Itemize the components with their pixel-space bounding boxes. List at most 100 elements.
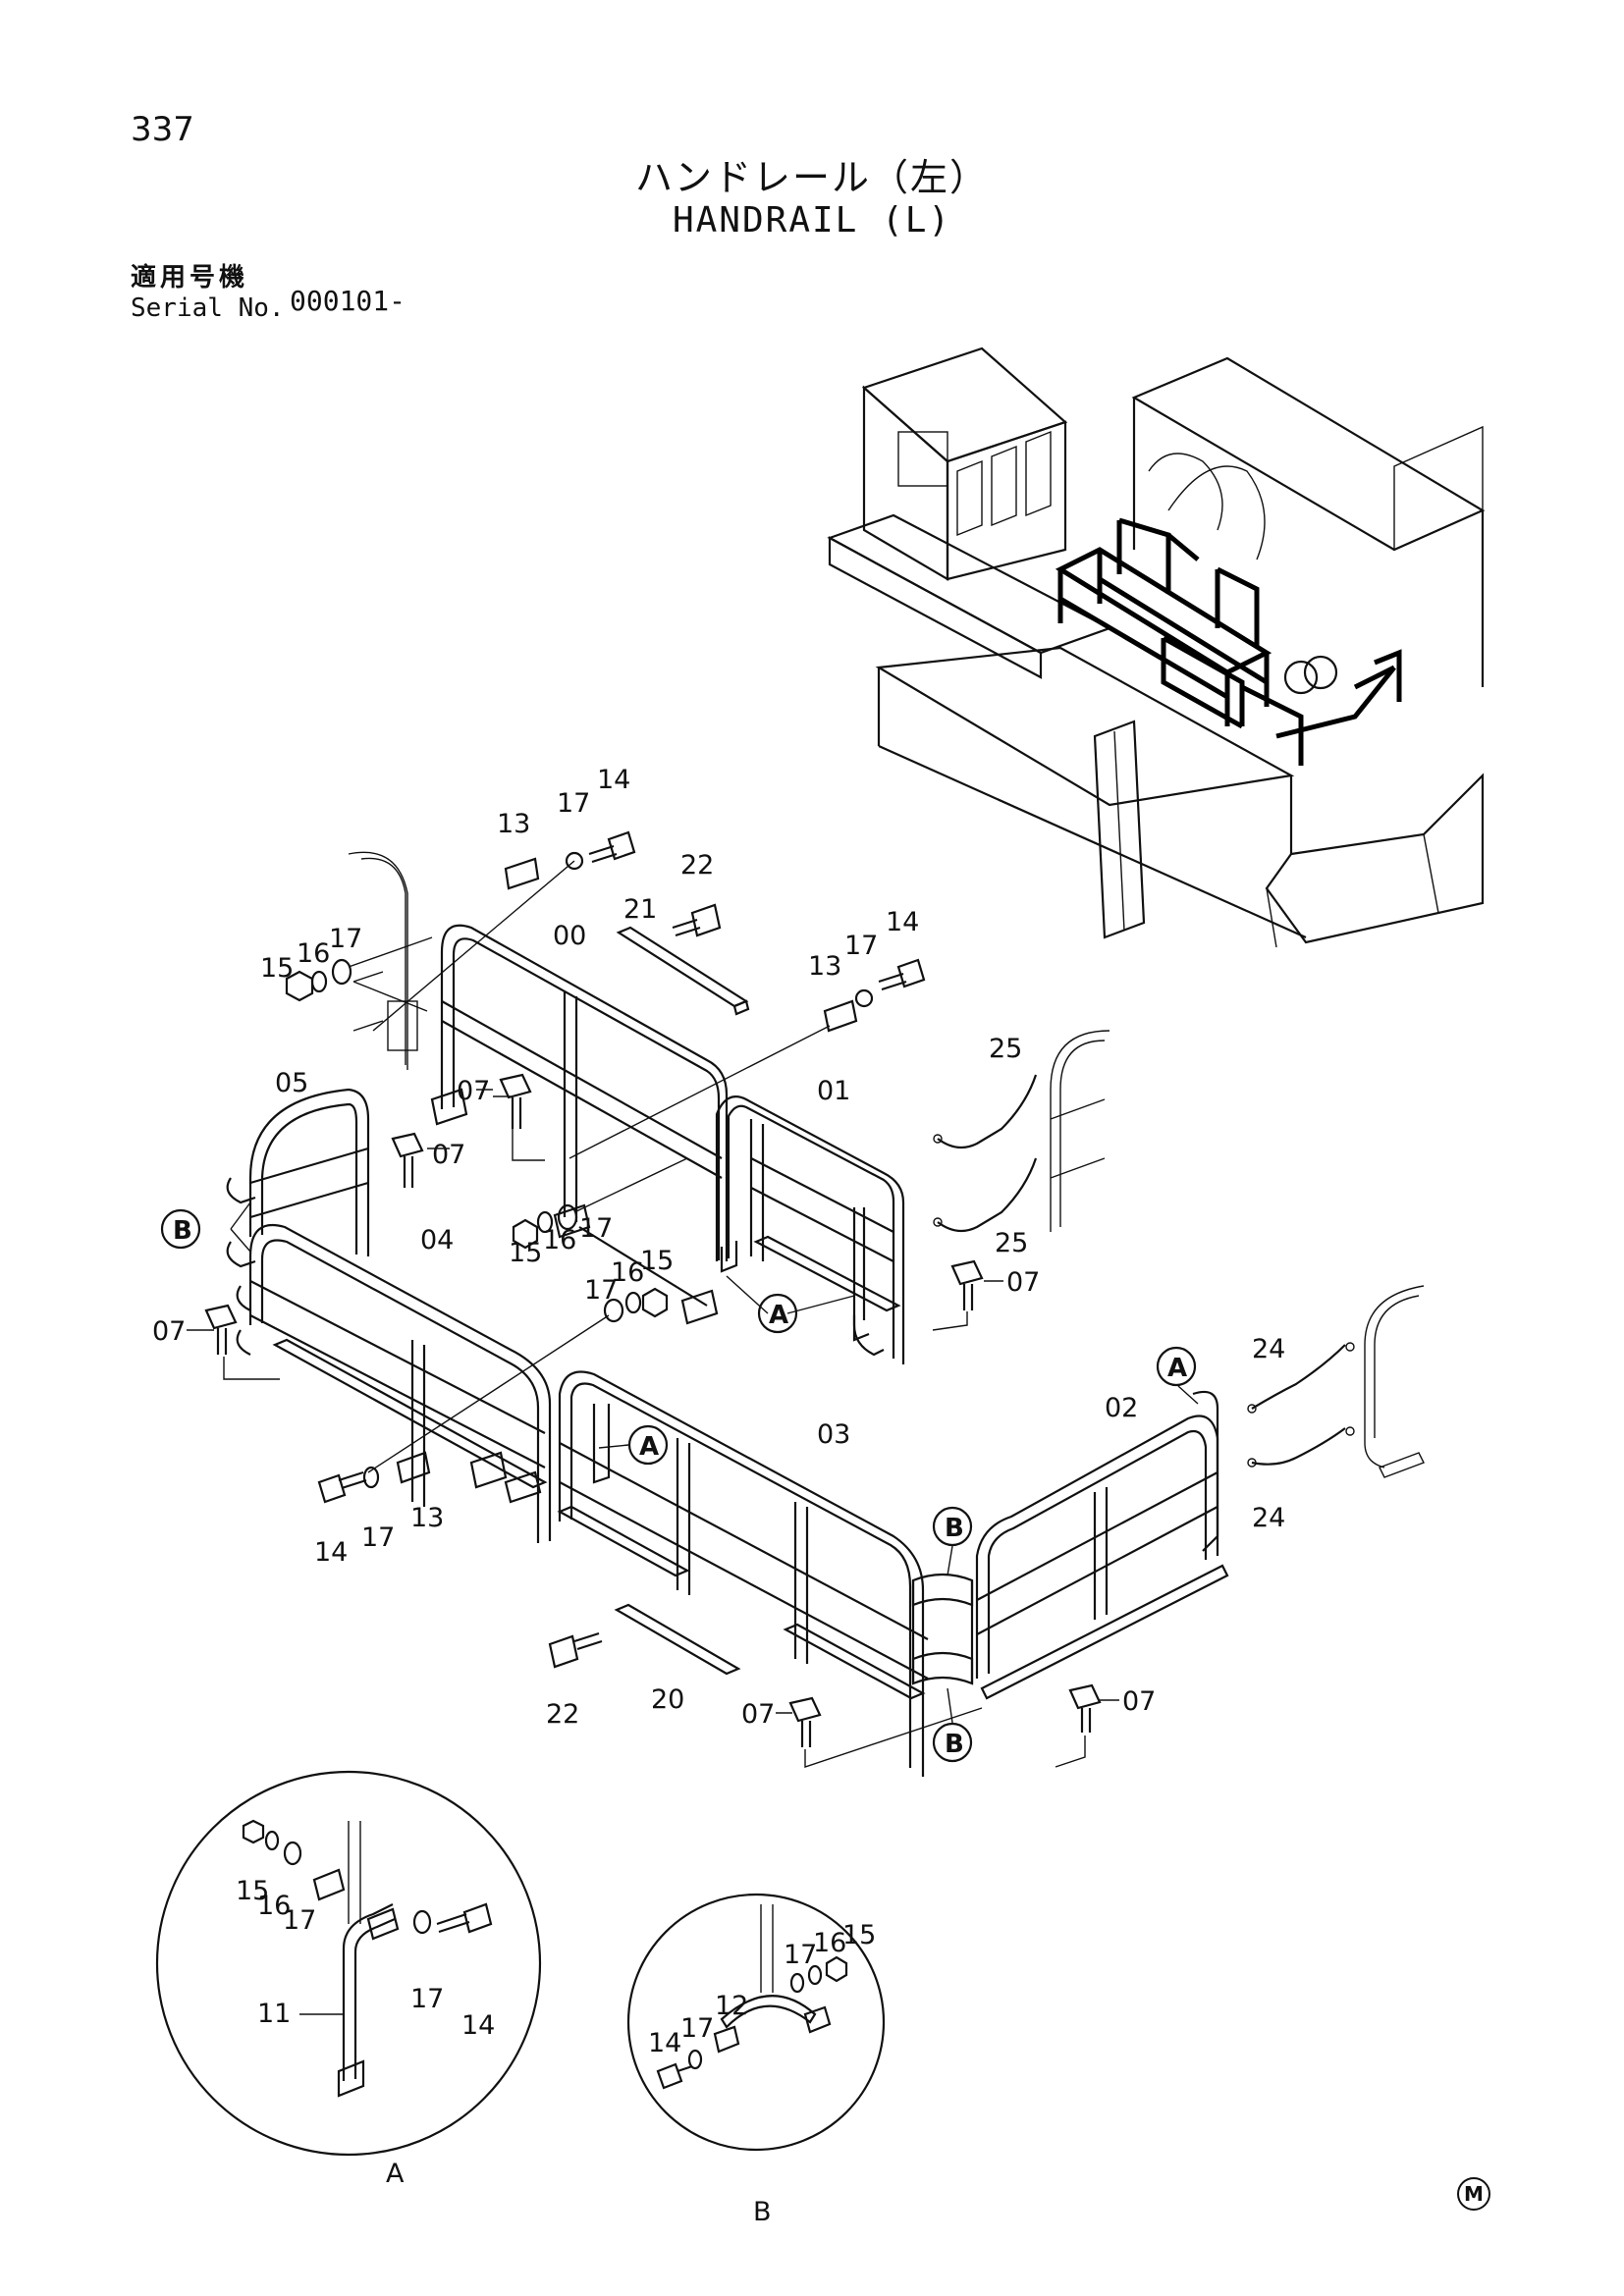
washer-17-mid (603, 1298, 624, 1323)
part-07-label: 07 (457, 1076, 490, 1106)
part-24-label: 24 (1252, 1334, 1285, 1364)
callout-b-left: B (160, 1208, 201, 1250)
part-13-label: 13 (808, 951, 841, 982)
bolt-22-top (672, 903, 722, 937)
part-01-label: 01 (817, 1076, 850, 1106)
plate-20 (614, 1603, 741, 1676)
part-14-label: 14 (597, 765, 630, 795)
part-17-label: 17 (844, 931, 878, 961)
callout-a-02: A (1156, 1346, 1197, 1387)
part-20-label: 20 (651, 1684, 684, 1715)
page-number: 337 (131, 110, 194, 149)
washer-17-left (331, 958, 352, 986)
serial-label-english: Serial No. (131, 294, 285, 323)
part-22-label: 22 (680, 850, 714, 881)
part-17-label: 17 (680, 2013, 714, 2044)
part-13-label: 13 (497, 809, 530, 839)
part-25-label: 25 (989, 1034, 1022, 1064)
bolt-07-e (788, 1696, 822, 1747)
callout-a-letter: A (639, 1432, 659, 1462)
detail-a-label: A (386, 2159, 405, 2189)
part-16-label: 16 (297, 938, 330, 969)
bolt-07-f (1068, 1683, 1102, 1733)
part-17-label: 17 (410, 1984, 444, 2014)
part-number-labels: 13 17 14 22 21 00 15 16 17 13 17 14 05 0… (152, 765, 1285, 1730)
chain-25-lower (937, 1157, 1038, 1233)
part-22-label: 22 (546, 1699, 579, 1730)
part-02-label: 02 (1105, 1393, 1138, 1423)
spring-washer-16-left (310, 970, 328, 993)
part-04-label: 04 (420, 1225, 454, 1255)
bolt-14-lower (317, 1470, 367, 1504)
plate-13-right (823, 999, 858, 1033)
bolt-07-d (204, 1304, 238, 1355)
callout-b-bottom: B (932, 1722, 973, 1763)
callout-a-01: A (757, 1293, 798, 1334)
bolt-07-b (391, 1132, 424, 1188)
part-05-label: 05 (275, 1068, 308, 1098)
part-17-label: 17 (584, 1275, 618, 1306)
bolt-07-a (499, 1073, 532, 1129)
handrail-05 (248, 1088, 370, 1256)
callout-b-letter: B (173, 1216, 192, 1246)
part-14-label: 14 (461, 2010, 495, 2041)
chain-25-upper (937, 1074, 1038, 1149)
plate-13-top (504, 857, 540, 890)
chain-24-lower (1251, 1427, 1346, 1466)
part-15-label: 15 (260, 953, 294, 984)
part-17-label: 17 (784, 1940, 817, 1970)
nut-15-left (285, 970, 314, 1002)
part-11-label: 11 (257, 1999, 291, 2029)
handrail-02 (975, 1390, 1229, 1700)
plate-21 (616, 926, 750, 1016)
part-24-label: 24 (1252, 1503, 1285, 1533)
clamp-bracket-b (911, 1573, 974, 1685)
part-16-label: 16 (611, 1257, 644, 1288)
part-21-label: 21 (623, 894, 657, 925)
part-17-label: 17 (579, 1213, 613, 1244)
part-17-label: 17 (283, 1905, 316, 1936)
part-00-label: 00 (553, 921, 586, 951)
washer-17-lower (362, 1466, 380, 1489)
callout-b-letter: B (945, 1514, 964, 1543)
washer-17-center (557, 1203, 578, 1231)
part-07-label: 07 (1006, 1267, 1040, 1298)
part-14-label: 14 (314, 1537, 348, 1568)
m-mark-symbol: M (1457, 2177, 1490, 2211)
chain-24-upper (1251, 1344, 1346, 1410)
washer-17-right (854, 988, 874, 1008)
detail-view-a: 15 16 17 11 17 14 A (155, 1770, 542, 2189)
bolt-14-top (588, 830, 636, 864)
machine-overview-illustration (827, 347, 1486, 948)
bolt-14-right (878, 958, 926, 991)
detail-view-b: 14 17 12 17 16 15 B (626, 1893, 886, 2227)
part-15-label: 15 (236, 1876, 269, 1906)
title-english: HANDRAIL (L) (672, 200, 952, 240)
part-17-label: 17 (329, 924, 362, 954)
nut-15-center (512, 1218, 539, 1250)
part-16-label: 16 (813, 1928, 846, 1958)
part-17-label: 17 (361, 1522, 395, 1553)
part-15-label: 15 (640, 1246, 674, 1276)
spring-washer-16-center (536, 1210, 554, 1234)
washer-17-top (565, 851, 584, 871)
part-07-label: 07 (152, 1316, 186, 1347)
handrail-01 (715, 1095, 905, 1364)
part-03-label: 03 (817, 1419, 850, 1450)
callout-a-letter: A (1167, 1354, 1187, 1383)
part-12-label: 12 (715, 1991, 748, 2021)
serial-label: 適用号機 Serial No. (131, 257, 285, 323)
callout-markers: B A A A B B (160, 1208, 1197, 1763)
callout-a-03: A (627, 1424, 669, 1466)
callout-a-letter: A (769, 1301, 788, 1330)
part-16-label: 16 (543, 1225, 576, 1255)
part-07-label: 07 (1122, 1686, 1156, 1717)
bolt-22-lower (548, 1631, 603, 1669)
part-07-label: 07 (741, 1699, 775, 1730)
title-japanese: ハンドレール（左） (634, 156, 989, 199)
part-15-label: 15 (509, 1238, 542, 1268)
part-17-label: 17 (557, 788, 590, 819)
part-13-label: 13 (410, 1503, 444, 1533)
serial-label-japanese: 適用号機 (131, 263, 249, 293)
